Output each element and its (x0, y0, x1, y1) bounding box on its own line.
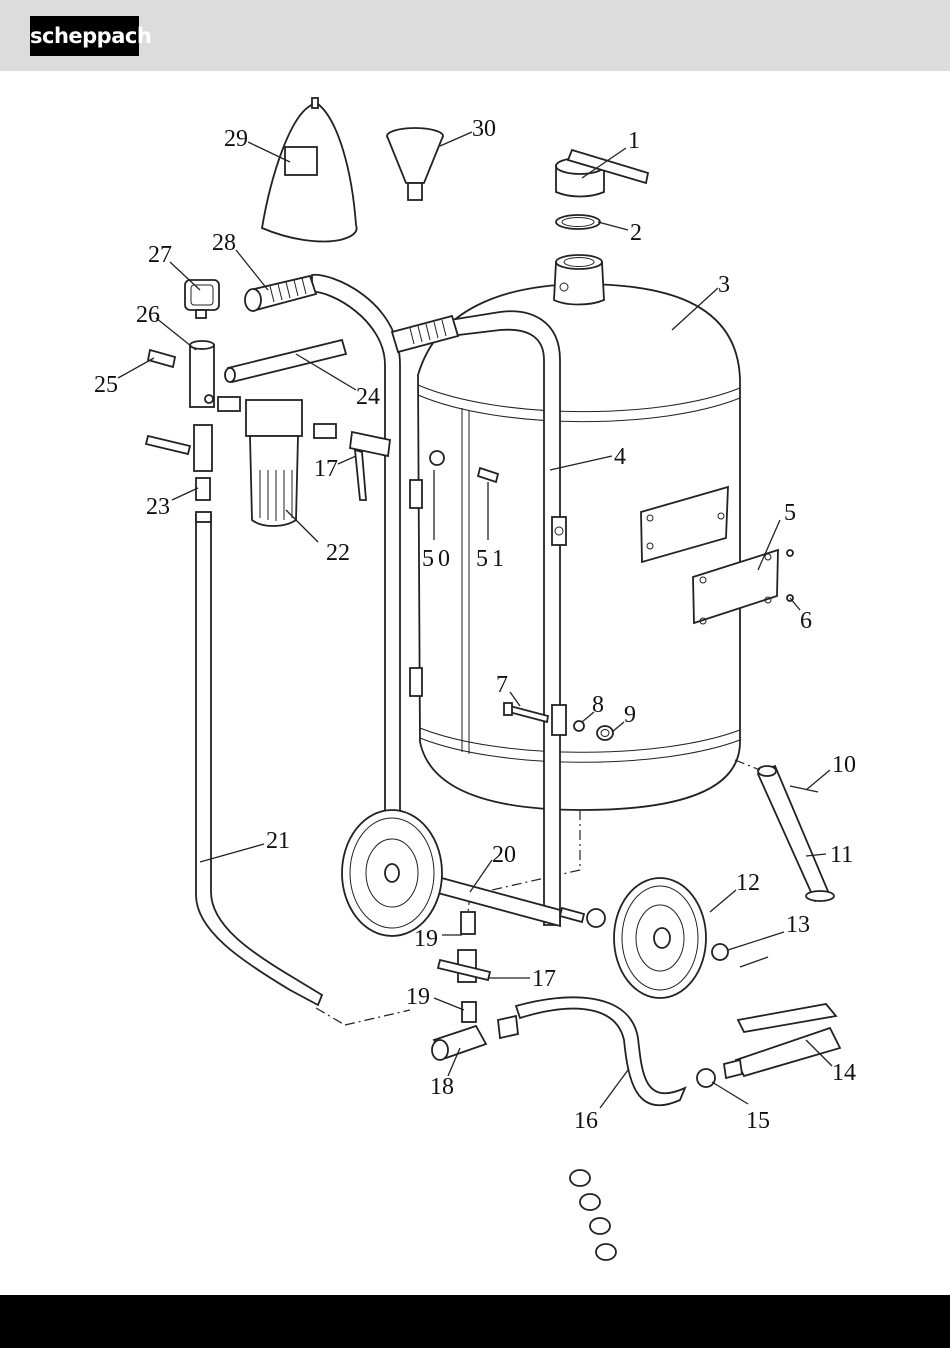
label-2: 2 (630, 220, 642, 246)
blast-hose (498, 997, 715, 1105)
label-28: 28 (212, 230, 236, 256)
label-8: 8 (592, 692, 604, 718)
footer-bar (0, 1295, 950, 1348)
wheel-left (342, 810, 442, 936)
label-5: 5 (784, 500, 796, 526)
label-6: 6 (800, 608, 812, 634)
connection-pipe (225, 340, 346, 382)
label-26: 26 (136, 302, 160, 328)
label-4: 4 (614, 444, 626, 470)
label-12: 12 (736, 870, 760, 896)
label-24: 24 (356, 384, 380, 410)
label-1: 1 (628, 128, 640, 154)
filler-cap (556, 150, 648, 229)
blast-gun (724, 1004, 840, 1078)
label-16: 16 (574, 1108, 598, 1134)
nozzle-set (570, 1170, 616, 1260)
label-7: 7 (496, 672, 508, 698)
label-50: 50 (422, 546, 454, 572)
air-hose (196, 512, 410, 1025)
label-17-lower: 17 (532, 966, 556, 992)
label-18: 18 (430, 1074, 454, 1100)
pressure-gauge-assembly (148, 280, 240, 411)
lower-valve-assembly (432, 912, 490, 1060)
funnel (387, 128, 443, 200)
ball-valve-upper (350, 432, 390, 500)
label-9: 9 (624, 702, 636, 728)
label-3: 3 (718, 272, 730, 298)
label-25: 25 (94, 372, 118, 398)
label-10: 10 (832, 752, 856, 778)
protective-hood (262, 98, 357, 242)
label-20: 20 (492, 842, 516, 868)
label-30: 30 (472, 116, 496, 142)
label-17-upper: 17 (314, 456, 338, 482)
tank-body (418, 255, 740, 912)
label-51: 51 (476, 546, 508, 572)
left-valve (146, 425, 212, 500)
label-29: 29 (224, 126, 248, 152)
label-11: 11 (830, 842, 853, 868)
label-21: 21 (266, 828, 290, 854)
label-19-lower: 19 (406, 984, 430, 1010)
label-27: 27 (148, 242, 172, 268)
label-14: 14 (832, 1060, 856, 1086)
label-13: 13 (786, 912, 810, 938)
label-22: 22 (326, 540, 350, 566)
label-19-upper: 19 (414, 926, 438, 952)
label-15: 15 (746, 1108, 770, 1134)
wheel-right (560, 878, 768, 998)
label-23: 23 (146, 494, 170, 520)
